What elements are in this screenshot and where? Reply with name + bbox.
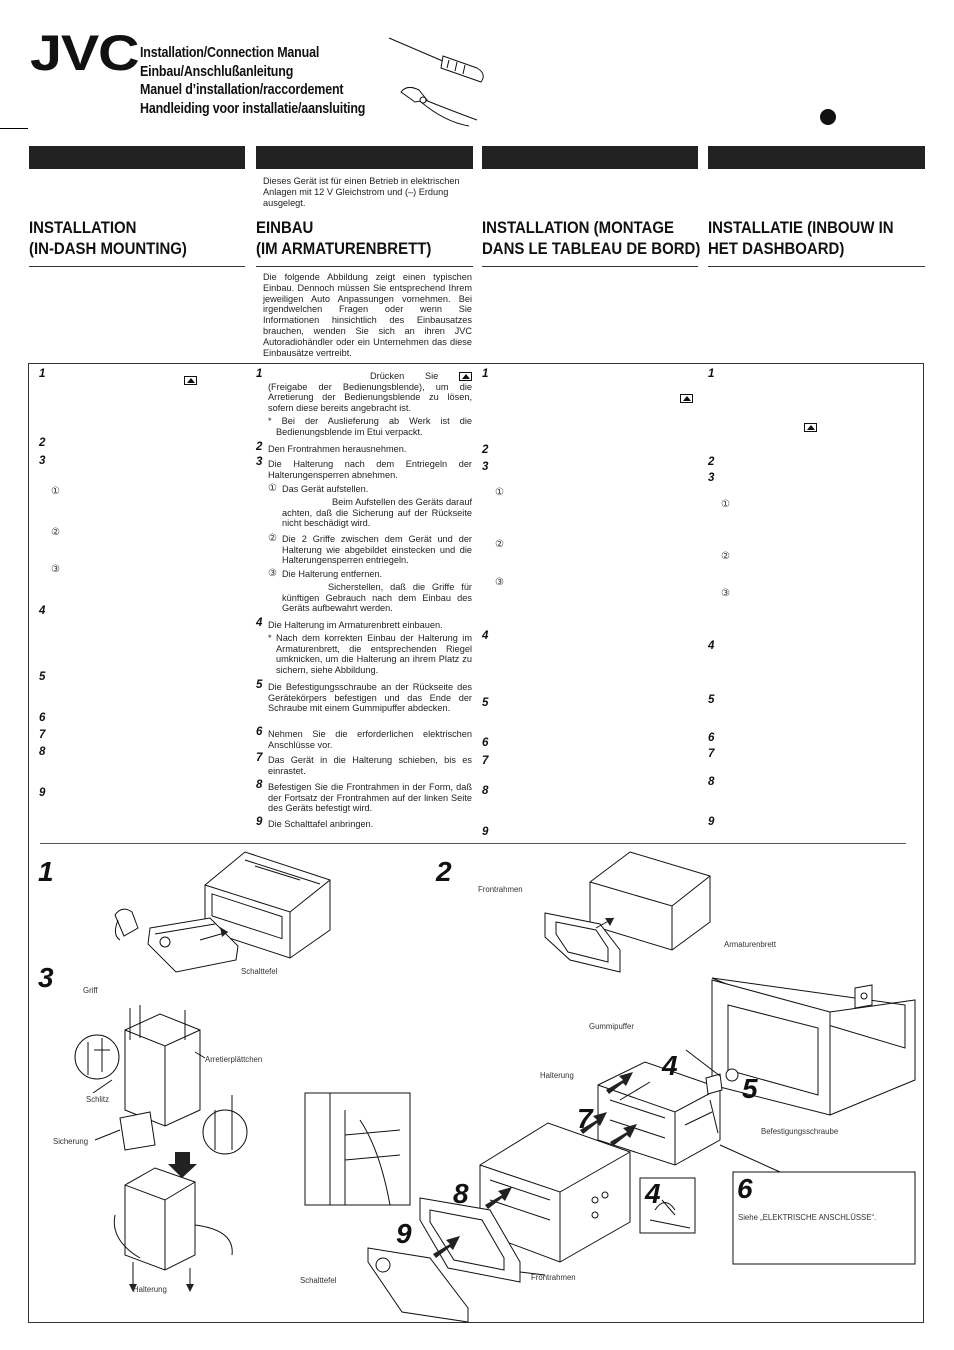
column-bar-nl: [708, 146, 925, 169]
label-halterung: Halterung: [540, 1071, 574, 1080]
title-en: Installation/Connection Manual: [140, 45, 320, 61]
figure-divider: [40, 843, 906, 844]
jvc-logo: JVC: [30, 25, 140, 81]
label-frontrahmen: Frontrahmen: [478, 885, 523, 894]
figure-step-7: 7: [577, 1103, 593, 1134]
leader-lines: [92, 1051, 719, 1276]
label-griff: Griff: [83, 986, 98, 995]
instructions-box: [28, 363, 924, 1323]
column-bar-fr: [482, 146, 698, 169]
figure-step-4b: 4: [645, 1178, 661, 1209]
language-marker-dot: [820, 109, 836, 125]
label-frontrahmen-2: Frontrahmen: [531, 1273, 576, 1282]
heading-de: EINBAU(IM ARMATURENBRETT): [256, 218, 432, 258]
steps-fr: 1 2 3 ① ② ③ 4 5 6 7 8 9: [0, 18, 954, 838]
label-schalttefel-2: Schalttefel: [300, 1276, 337, 1285]
title-de: Einbau/Anschlußanleitung: [140, 63, 294, 80]
figure-3-drawing: [74, 1005, 248, 1292]
steps-en: 1 2 3 ① ② ③ 4 5 6 7 8 9: [0, 0, 954, 799]
figure-step-8: 8: [453, 1178, 469, 1209]
label-halterung-2: Halterung: [133, 1285, 167, 1294]
figure-2-drawing: [544, 851, 711, 973]
intro-text-de: Die folgende Abbildung zeigt einen typis…: [263, 272, 472, 358]
label-elektrische-anschluesse: Siehe „ELEKTRISCHE ANSCHLÜSSE“.: [738, 1213, 877, 1222]
figure-step-9: 9: [396, 1218, 412, 1249]
label-schalttefel: Schalttefel: [241, 967, 278, 976]
steps-nl: 1 2 3 ① ② ③ 4 5 6 7 8 9: [0, 36, 954, 828]
heading-en: INSTALLATION(IN-DASH MOUNTING): [29, 218, 187, 258]
heading-rule-nl: [708, 266, 925, 267]
title-fr: Manuel d’installation/raccordement: [140, 82, 344, 98]
column-bar-en: [29, 146, 245, 169]
label-schlitz: Schlitz: [86, 1095, 109, 1104]
label-gummipuffer: Gummipuffer: [589, 1022, 634, 1031]
figure-step-1: 1: [38, 856, 54, 887]
tools-illustration: [388, 37, 484, 127]
eject-icon: [184, 376, 197, 386]
label-arretierplaettchen: Arretierplättchen: [205, 1055, 263, 1064]
eject-icon: [459, 372, 472, 382]
step4-detail: [639, 1177, 696, 1234]
power-notice: Dieses Gerät ist für einen Betrieb in el…: [263, 176, 460, 208]
dashboard-drawing: [711, 977, 916, 1116]
faceplate-drawing: [367, 1197, 521, 1323]
top-divider: [0, 128, 28, 129]
heading-rule-en: [29, 266, 245, 267]
figure-step-5: 5: [742, 1073, 758, 1104]
heading-rule-de: [256, 266, 473, 267]
manual-titles: Installation/Connection Manual Einbau/An…: [140, 44, 365, 118]
label-sicherung: Sicherung: [53, 1137, 89, 1146]
title-nl: Handleiding voor installatie/aansluiting: [140, 100, 366, 117]
figure-step-3: 3: [38, 962, 54, 993]
assembly-arrows: [433, 1049, 721, 1258]
figure-step-6: 6: [737, 1173, 753, 1204]
eject-icon: [680, 394, 693, 404]
label-armaturenbrett: Armaturenbrett: [724, 940, 777, 949]
detail-box: [304, 1092, 411, 1206]
heading-rule-fr: [482, 266, 698, 267]
electrical-box: [732, 1171, 916, 1265]
eject-icon: [804, 423, 817, 433]
column-bar-de: [256, 146, 473, 169]
figure-step-2: 2: [436, 856, 452, 887]
figure-step-4: 4: [662, 1050, 678, 1081]
figure-1-drawing: [114, 851, 331, 973]
label-befestigungsschraube: Befestigungsschraube: [761, 1127, 839, 1136]
sleeve-drawing: [597, 1061, 739, 1166]
